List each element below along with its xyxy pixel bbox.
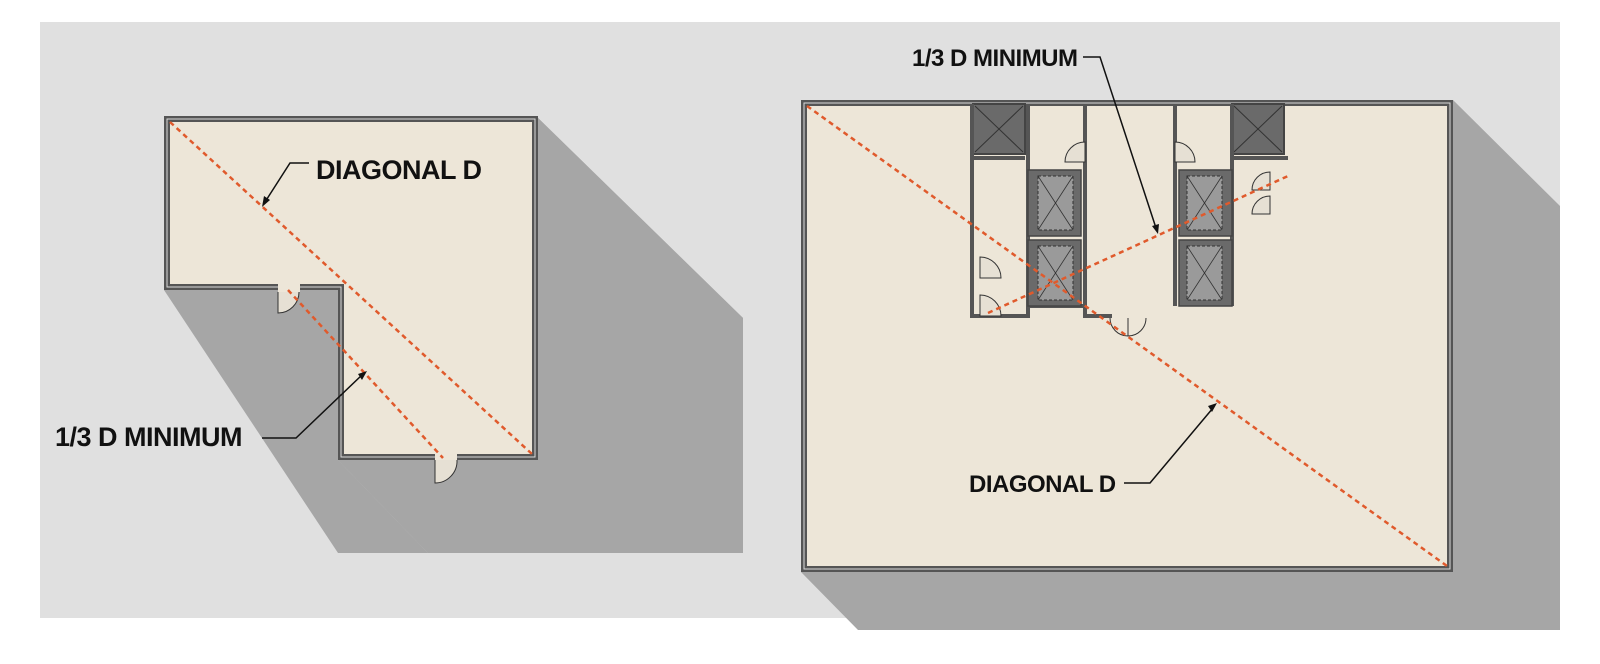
left-plan-inner-line (166, 118, 536, 458)
elevator-left-1-x2 (1037, 175, 1074, 231)
right-diagonal-label: DIAGONAL D (969, 471, 1116, 498)
left-diagonal-d (169, 121, 533, 455)
right-plan-shadow (801, 100, 1560, 630)
left-diagonal-label: DIAGONAL D (316, 155, 482, 185)
left-door-opening-2 (435, 452, 457, 462)
shaft-left-x2 (974, 105, 1024, 153)
core-door-bottom-double (1109, 317, 1147, 337)
right-min-arrowhead (1152, 224, 1159, 234)
left-min-label: 1/3 D MINIMUM (55, 422, 242, 452)
right-plan-inner-line (803, 102, 1451, 570)
core-door-left-1 (979, 256, 1002, 279)
shaft-right-x2 (1233, 105, 1283, 153)
right-third-diagonal (987, 174, 1289, 315)
left-diagonal-leader (264, 162, 309, 203)
left-diagonal-arrowhead (262, 196, 270, 207)
right-min-leader (1083, 56, 1157, 229)
left-floor-plan: DIAGONAL D 1/3 D MINIMUM (55, 116, 743, 553)
core-door-right-2 (1251, 195, 1271, 215)
left-plan-shadow-notch (164, 290, 428, 553)
left-third-diagonal (287, 289, 444, 459)
elevator-right-2-x2 (1186, 245, 1223, 301)
elevator-left-2-x2 (1037, 245, 1074, 301)
building-core (970, 103, 1288, 337)
left-door-opening-1 (278, 284, 300, 292)
left-plan-shadow-cast (338, 116, 743, 553)
left-min-leader (262, 373, 364, 439)
elevator-right-1-x2 (1186, 175, 1223, 231)
right-diagonal-leader (1124, 407, 1214, 484)
right-min-label: 1/3 D MINIMUM (912, 45, 1078, 72)
right-floor-plan: 1/3 D MINIMUM DIAGONAL D (801, 45, 1560, 630)
core-door-top-right (1174, 141, 1196, 163)
core-door-top-left (1064, 141, 1086, 163)
left-door-swing-2 (434, 459, 458, 484)
left-min-arrowhead (358, 371, 367, 380)
core-door-right-1 (1251, 171, 1271, 191)
right-diagonal-arrowhead (1208, 403, 1217, 412)
core-door-left-2 (979, 294, 1002, 317)
